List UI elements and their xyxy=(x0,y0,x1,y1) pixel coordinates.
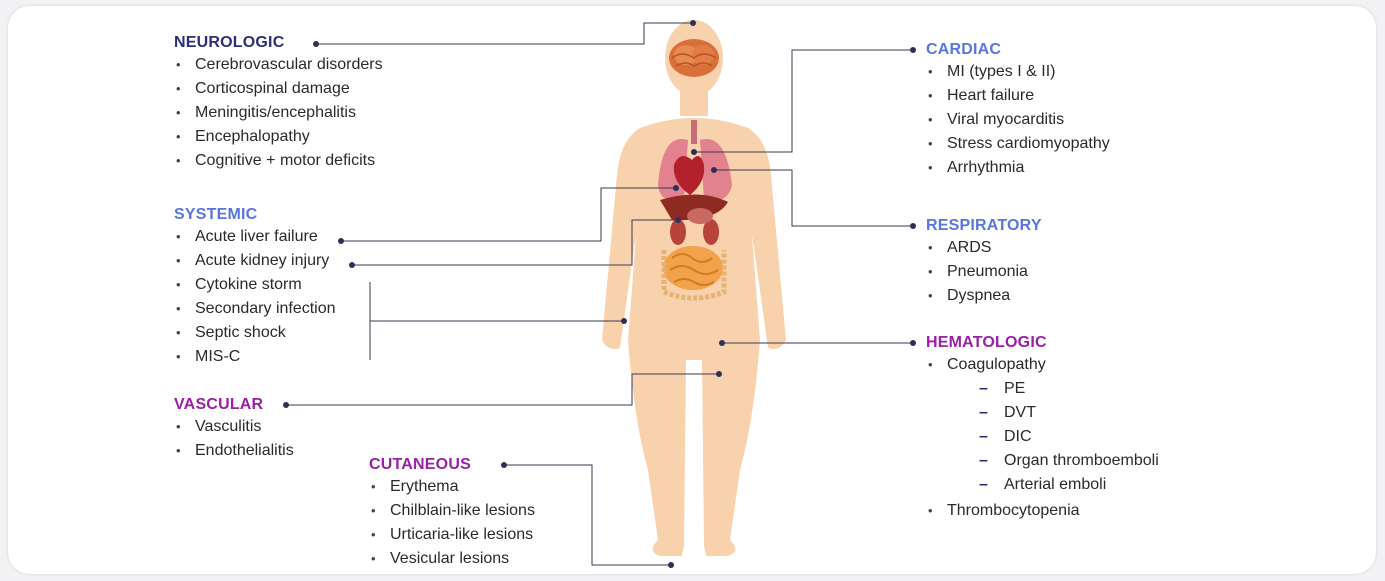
list-item: ARDS xyxy=(926,236,1042,260)
list-item: Erythema xyxy=(369,475,535,499)
list-item: Corticospinal damage xyxy=(174,77,383,101)
respiratory-list: ARDS Pneumonia Dyspnea xyxy=(926,236,1042,308)
list-item: Dyspnea xyxy=(926,284,1042,308)
sub-list-item: Organ thromboemboli xyxy=(926,449,1159,473)
list-item: Cognitive + motor deficits xyxy=(174,149,383,173)
list-item: Urticaria-like lesions xyxy=(369,523,535,547)
list-item: Heart failure xyxy=(926,84,1110,108)
list-item: Secondary infection xyxy=(174,297,336,321)
list-item: Cytokine storm xyxy=(174,273,336,297)
sub-list-item: PE xyxy=(926,377,1159,401)
sub-list-item: DIC xyxy=(926,425,1159,449)
brain-icon xyxy=(669,39,719,77)
systemic-heading: SYSTEMIC xyxy=(174,205,336,225)
cardiac-heading: CARDIAC xyxy=(926,40,1110,60)
sub-list-item: DVT xyxy=(926,401,1159,425)
list-item: Acute kidney injury xyxy=(174,249,336,273)
vascular-heading: VASCULAR xyxy=(174,395,294,415)
vascular-list: Vasculitis Endothelialitis xyxy=(174,415,294,463)
hematologic-heading: HEMATOLOGIC xyxy=(926,333,1159,353)
sub-list-item: Arterial emboli xyxy=(926,473,1159,497)
list-item: Pneumonia xyxy=(926,260,1042,284)
list-item: Acute liver failure xyxy=(174,225,336,249)
list-item: Vasculitis xyxy=(174,415,294,439)
cutaneous-group: CUTANEOUS Erythema Chilblain-like lesion… xyxy=(369,455,535,571)
list-item: Coagulopathy xyxy=(926,353,1159,377)
cutaneous-list: Erythema Chilblain-like lesions Urticari… xyxy=(369,475,535,571)
list-item: Viral myocarditis xyxy=(926,108,1110,132)
vascular-group: VASCULAR Vasculitis Endothelialitis xyxy=(174,395,294,463)
neurologic-group: NEUROLOGIC Cerebrovascular disorders Cor… xyxy=(174,33,383,173)
cardiac-group: CARDIAC MI (types I & II) Heart failure … xyxy=(926,40,1110,180)
cardiac-list: MI (types I & II) Heart failure Viral my… xyxy=(926,60,1110,180)
neurologic-list: Cerebrovascular disorders Corticospinal … xyxy=(174,53,383,173)
respiratory-heading: RESPIRATORY xyxy=(926,216,1042,236)
respiratory-group: RESPIRATORY ARDS Pneumonia Dyspnea xyxy=(926,216,1042,308)
list-item: Encephalopathy xyxy=(174,125,383,149)
list-item: Chilblain-like lesions xyxy=(369,499,535,523)
list-item: Vesicular lesions xyxy=(369,547,535,571)
hematologic-group: HEMATOLOGIC Coagulopathy PE DVT DIC Orga… xyxy=(926,333,1159,523)
neurologic-heading: NEUROLOGIC xyxy=(174,33,383,53)
list-item: Thrombocytopenia xyxy=(926,499,1159,523)
list-item: MIS-C xyxy=(174,345,336,369)
list-item: MI (types I & II) xyxy=(926,60,1110,84)
hematologic-list: Coagulopathy PE DVT DIC Organ thromboemb… xyxy=(926,353,1159,523)
list-item: Septic shock xyxy=(174,321,336,345)
list-item: Arrhythmia xyxy=(926,156,1110,180)
list-item: Cerebrovascular disorders xyxy=(174,53,383,77)
list-item: Meningitis/encephalitis xyxy=(174,101,383,125)
list-item: Endothelialitis xyxy=(174,439,294,463)
list-item: Stress cardiomyopathy xyxy=(926,132,1110,156)
systemic-list: Acute liver failure Acute kidney injury … xyxy=(174,225,336,369)
systemic-group: SYSTEMIC Acute liver failure Acute kidne… xyxy=(174,205,336,369)
cutaneous-heading: CUTANEOUS xyxy=(369,455,535,475)
